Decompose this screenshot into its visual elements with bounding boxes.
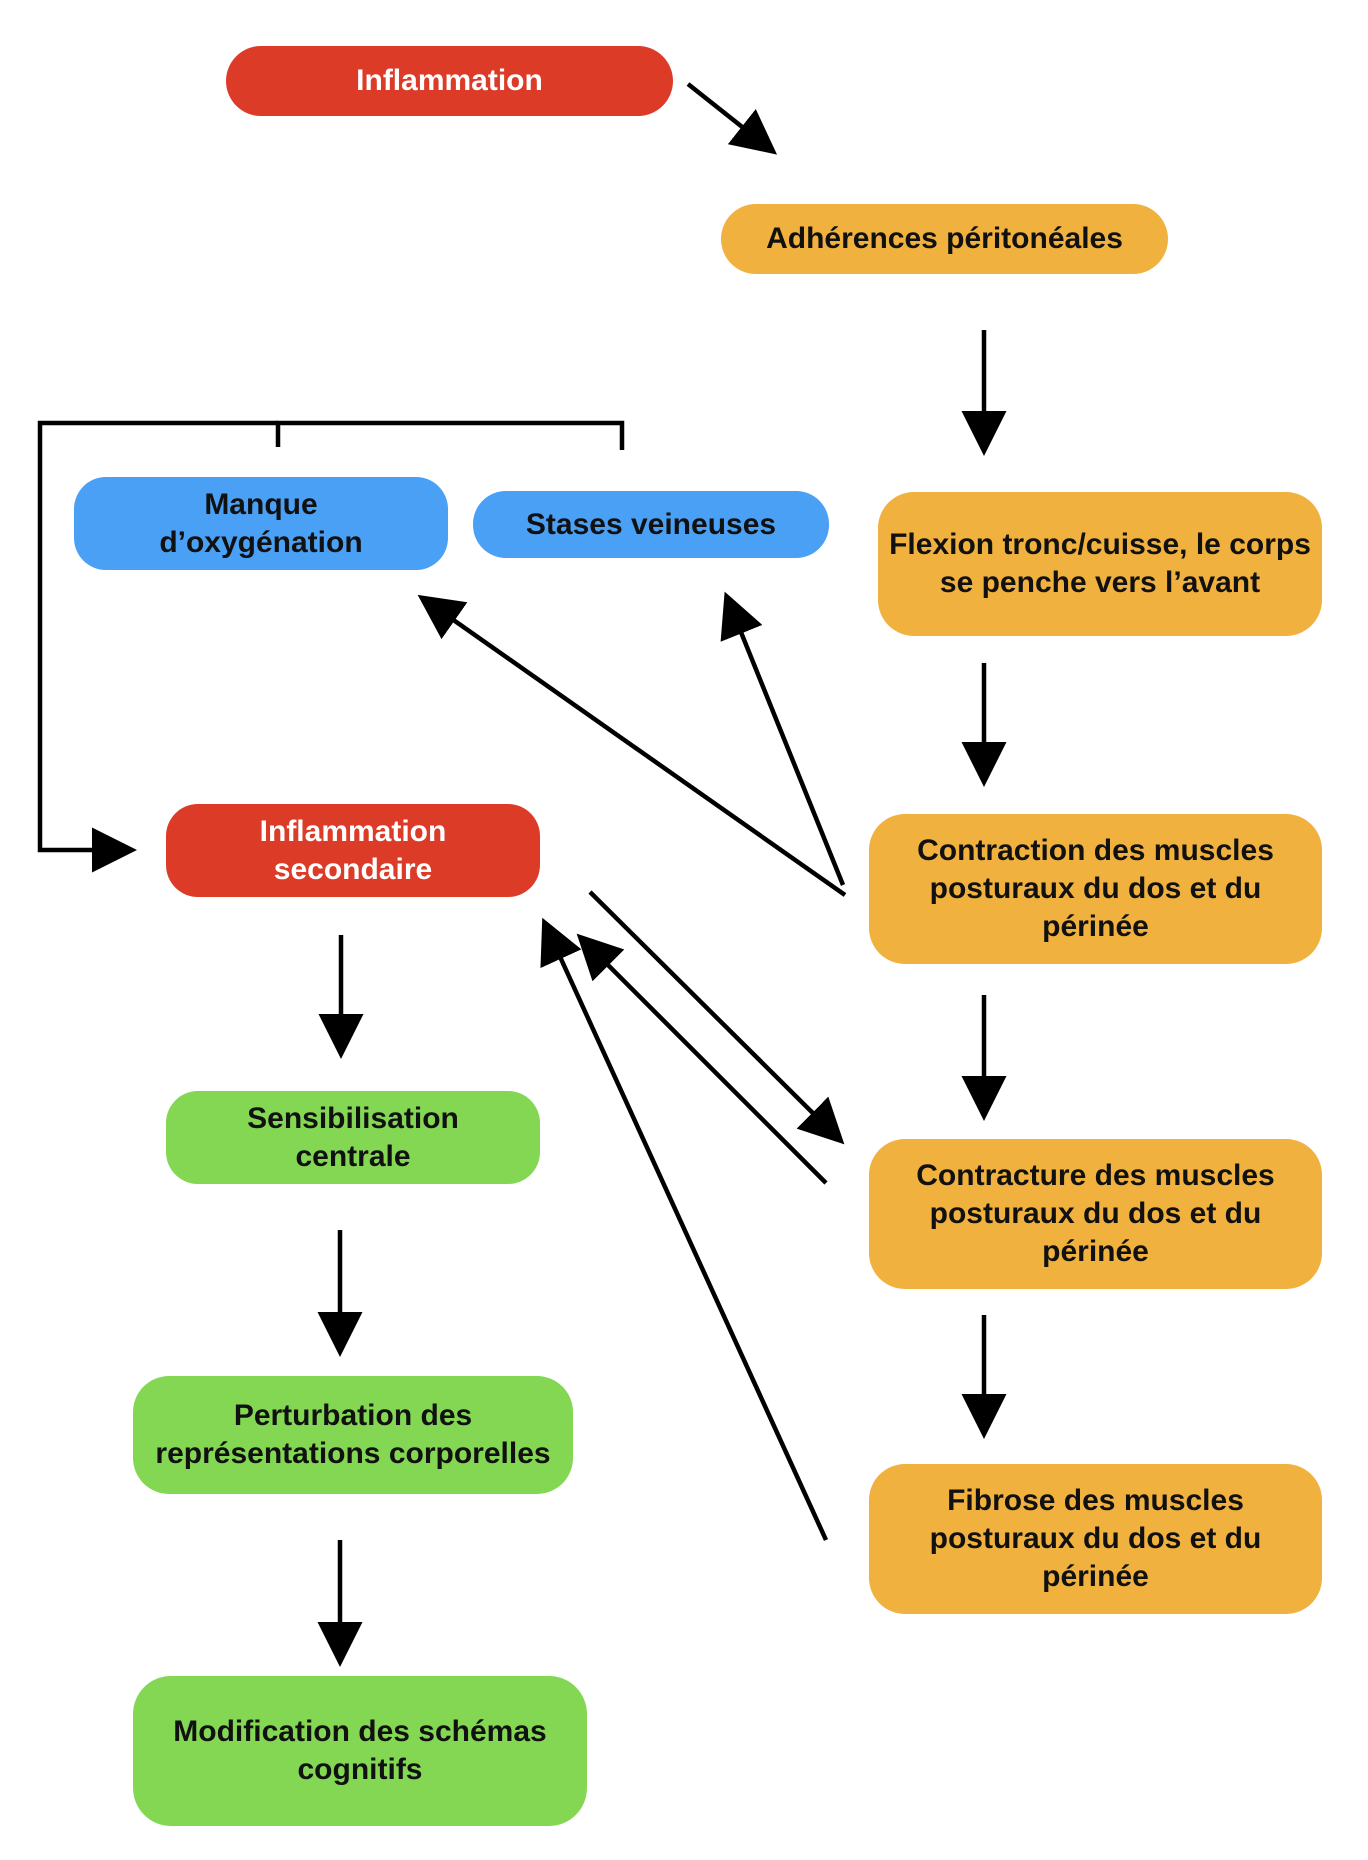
node-label: Inflammation secondaire (259, 814, 447, 886)
arrow-inflammation-to-adherences (686, 82, 778, 155)
node-fibrose-muscles: Fibrose des muscles posturaux du dos et … (869, 1464, 1322, 1614)
node-label: Contraction des muscles posturaux du dos… (917, 834, 1274, 943)
arrow-bracket-to-inflammation-secondaire (37, 420, 278, 873)
node-manque-oxygenation: Manque d’oxygénation (74, 477, 448, 570)
node-label: Adhérences péritonéales (766, 222, 1123, 255)
node-label: Perturbation des représentations corpore… (155, 1399, 551, 1470)
node-adherences-peritoneales: Adhérences péritonéales (721, 204, 1168, 274)
node-label: Modification des schémas cognitifs (173, 1715, 547, 1786)
node-label: Stases veineuses (525, 507, 777, 541)
node-label: Sensibilisation centrale (247, 1101, 459, 1173)
node-sensibilisation-centrale: Sensibilisation centrale (166, 1091, 540, 1184)
node-inflammation-secondaire: Inflammation secondaire (166, 804, 540, 897)
node-modification-schemas-cognitifs: Modification des schémas cognitifs (133, 1676, 587, 1826)
node-label: Inflammation (356, 64, 543, 97)
arrow-contracture-to-inflsec (576, 933, 828, 1185)
node-label: Manque d’oxygénation (159, 487, 363, 559)
arrow-inflsec-to-contracture (588, 890, 845, 1145)
node-stases-veineuses: Stases veineuses (473, 491, 829, 558)
node-label: Fibrose des muscles posturaux du dos et … (929, 1484, 1262, 1593)
arrow-fibrose-to-inflsec (540, 917, 829, 1541)
node-perturbation-representations: Perturbation des représentations corpore… (133, 1376, 573, 1494)
arrow-contraction-to-stases (720, 591, 846, 886)
node-contracture-muscles: Contracture des muscles posturaux du dos… (869, 1139, 1322, 1289)
node-label: Flexion tronc/cuisse, le corps se penche… (889, 528, 1311, 599)
node-inflammation: Inflammation (226, 46, 673, 116)
node-contraction-muscles: Contraction des muscles posturaux du dos… (869, 814, 1322, 964)
node-label: Contracture des muscles posturaux du dos… (916, 1159, 1275, 1268)
bracket-bar (275, 420, 625, 450)
arrow-contraction-to-manque (417, 594, 847, 897)
node-flexion-tronc-cuisse: Flexion tronc/cuisse, le corps se penche… (878, 492, 1322, 636)
